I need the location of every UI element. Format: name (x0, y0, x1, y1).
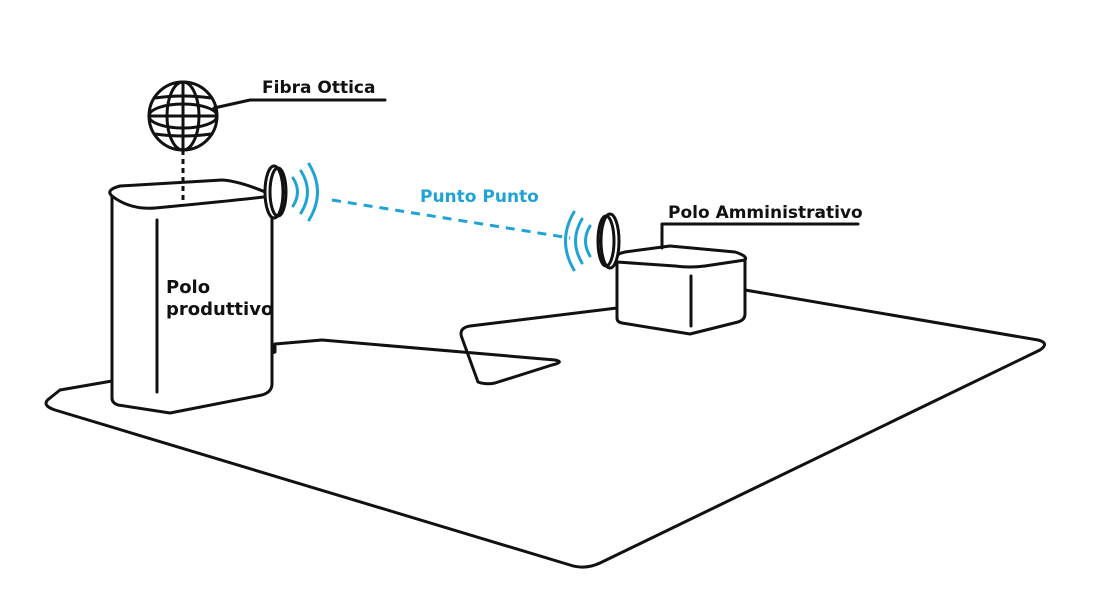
ground-plot (44, 288, 1046, 569)
punto-punto-label: Punto Punto (420, 187, 539, 207)
fibra-ottica-leader (212, 98, 387, 110)
punto-punto-link (331, 198, 571, 240)
antenna-right-icon (596, 212, 621, 270)
polo-produttivo-label: Polo produttivo (166, 277, 274, 320)
polo-amministrativo-building (614, 244, 747, 336)
globe-icon (147, 80, 219, 152)
antenna-left-icon (263, 164, 288, 220)
polo-amministrativo-leader (660, 222, 860, 250)
fibra-ottica-label: Fibra Ottica (262, 78, 376, 98)
signal-waves-right-icon (564, 210, 592, 272)
polo-amministrativo-label: Polo Amministrativo (668, 203, 863, 223)
signal-waves-left-icon (291, 162, 319, 222)
